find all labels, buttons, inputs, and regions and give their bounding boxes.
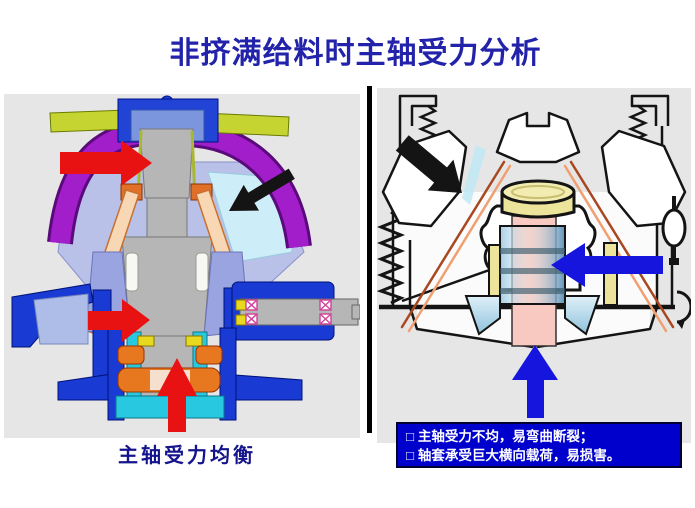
left-diagram-panel xyxy=(4,94,360,438)
blue-arrow-bottom-icon xyxy=(512,345,558,418)
rotation-hook-tip xyxy=(677,317,686,329)
spring-icon xyxy=(377,210,406,305)
blue-arrow-side-icon xyxy=(551,243,663,287)
eccentric-assembly xyxy=(107,327,237,421)
red-arrow-bottom-icon xyxy=(157,358,197,432)
note-line: □ 主轴受力不均，易弯曲断裂； xyxy=(406,429,594,444)
feed-stream xyxy=(462,145,486,205)
right-force-arrows xyxy=(395,135,663,418)
bearing-seals xyxy=(245,299,332,325)
drive-shaft-assembly xyxy=(231,281,360,341)
left-diagram-caption: 主轴受力均衡 xyxy=(118,445,256,467)
right-diagram-panel xyxy=(377,88,691,443)
crusher-cross-section xyxy=(11,95,360,432)
note-line: □ 轴套承受巨大横向载荷，易损害。 xyxy=(406,448,621,463)
left-force-arrows xyxy=(60,140,295,432)
panel-divider xyxy=(367,86,372,433)
note-box: □ 主轴受力不均，易弯曲断裂； □ 轴套承受巨大横向载荷，易损害。 xyxy=(396,422,682,468)
black-feed-arrow-icon xyxy=(395,135,462,193)
red-arrow-upper-icon xyxy=(60,140,152,186)
black-feed-arrow-icon xyxy=(229,168,295,211)
eccentric-indicator xyxy=(661,196,687,265)
crusher-schematic xyxy=(377,94,691,418)
red-arrow-middle-icon xyxy=(88,299,150,342)
rotation-hook-icon xyxy=(676,290,691,324)
slide-title: 非挤满给料时主轴受力分析 xyxy=(169,37,542,70)
